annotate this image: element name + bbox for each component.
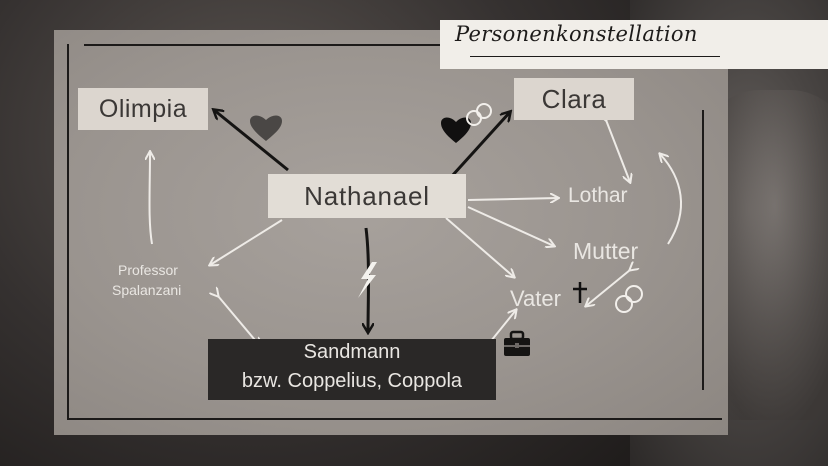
node-olimpia: Olimpia [78, 88, 208, 130]
frame-bottom-line [67, 418, 722, 420]
arrow-clara-lothar [606, 120, 630, 182]
node-lothar: Lothar [568, 184, 628, 207]
cross-icon [573, 282, 587, 303]
node-olimpia-label: Olimpia [98, 94, 188, 123]
rings-icon-parents [615, 285, 643, 313]
title-underline [470, 56, 720, 57]
arrow-professor-olimpia [150, 152, 153, 245]
node-clara: Clara [514, 78, 634, 120]
arrow-nathanael-vater [445, 217, 514, 277]
node-sandmann-line2: bzw. Coppelius, Coppola [241, 370, 463, 392]
node-mutter: Mutter [573, 238, 639, 264]
node-vater: Vater [510, 286, 561, 311]
arrow-nathanael-professor [210, 219, 283, 265]
node-sandmann-line1: Sandmann [303, 341, 401, 363]
title-banner [440, 20, 828, 69]
arrow-nathanael-olimpia [214, 110, 289, 172]
node-nathanael: Nathanael [268, 174, 466, 218]
node-nathanael-label: Nathanael [304, 180, 430, 211]
rings-icon-clara [466, 103, 492, 126]
diagram-title: Personenkonstellation [455, 22, 698, 46]
arrow-professor-sandmann [218, 296, 260, 346]
node-professor-line1: Professor [118, 262, 178, 278]
frame-right-line [702, 110, 704, 390]
arrow-mutter-clara-curve [660, 154, 682, 245]
frame-left-line [67, 44, 69, 420]
node-clara-label: Clara [541, 83, 607, 114]
heart-icon-clara [441, 117, 471, 143]
node-professor-line2: Spalanzani [112, 282, 182, 298]
node-sandmann [208, 339, 496, 400]
briefcase-icon [504, 330, 530, 356]
arrow-mutter-vater [586, 270, 630, 306]
arrow-nathanael-clara [452, 112, 510, 176]
heart-icon-olimpia [250, 115, 282, 141]
lightning-icon [358, 262, 377, 298]
arrow-nathanael-lothar [467, 198, 558, 200]
frame-top-line [84, 44, 444, 46]
arrow-nathanael-mutter [467, 206, 554, 246]
